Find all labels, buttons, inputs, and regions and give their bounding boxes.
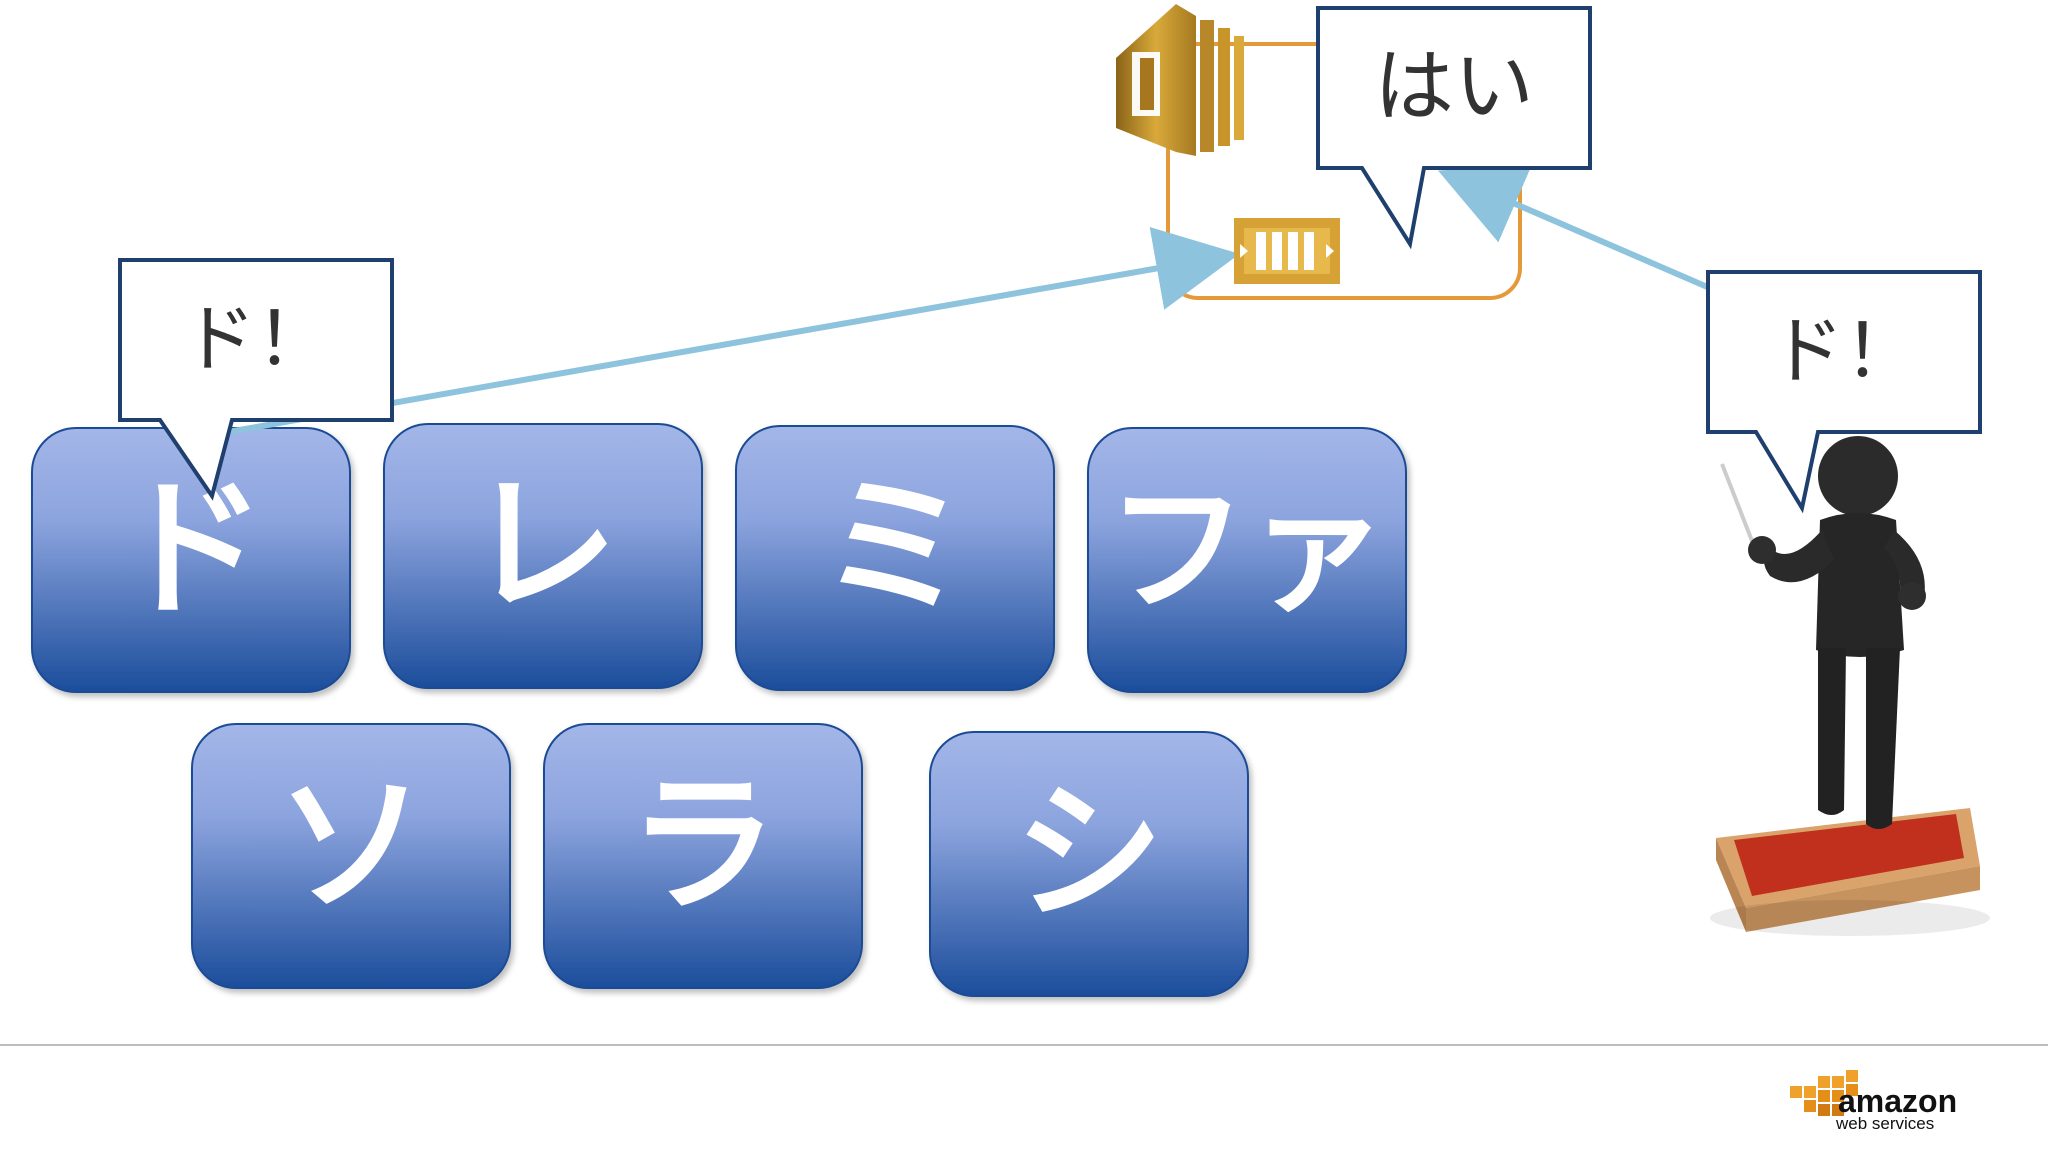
arrow-conductor-to-service: [1437, 165, 1744, 305]
aws-logo: amazon web services: [1790, 1070, 1957, 1133]
key-do[interactable]: ド: [31, 427, 351, 693]
key-mi-label: ミ: [820, 461, 970, 635]
aws-logo-cubes-icon: [1790, 1070, 1858, 1116]
speech-bubble-right: ド！: [1706, 270, 1982, 514]
key-shi[interactable]: シ: [929, 731, 1249, 997]
key-re-label: レ: [468, 459, 618, 633]
key-fa[interactable]: ファ: [1087, 427, 1407, 693]
key-ra-label: ラ: [628, 759, 778, 933]
key-so-label: ソ: [276, 759, 426, 933]
aws-logo-main-text: amazon: [1838, 1083, 1957, 1119]
speech-bubble-right-text: ド！: [1770, 309, 1918, 395]
key-shi-label: シ: [1014, 767, 1164, 941]
aws-queue-icon: [1234, 218, 1340, 284]
key-re[interactable]: レ: [383, 423, 703, 689]
key-mi[interactable]: ミ: [735, 425, 1055, 691]
speech-bubble-left: ド！: [118, 258, 394, 501]
aws-compute-icon: [1116, 4, 1244, 156]
key-do-label: ド: [116, 463, 266, 637]
speech-bubble-top-text: はい: [1374, 40, 1534, 133]
key-ra[interactable]: ラ: [543, 723, 863, 989]
conductor-figure: [1710, 436, 1990, 936]
speech-bubble-top: はい: [1316, 6, 1592, 250]
speech-bubble-left-text: ド！: [182, 297, 330, 383]
key-fa-label: ファ: [1107, 470, 1387, 633]
aws-logo-sub-text: web services: [1835, 1114, 1934, 1133]
key-so[interactable]: ソ: [191, 723, 511, 989]
